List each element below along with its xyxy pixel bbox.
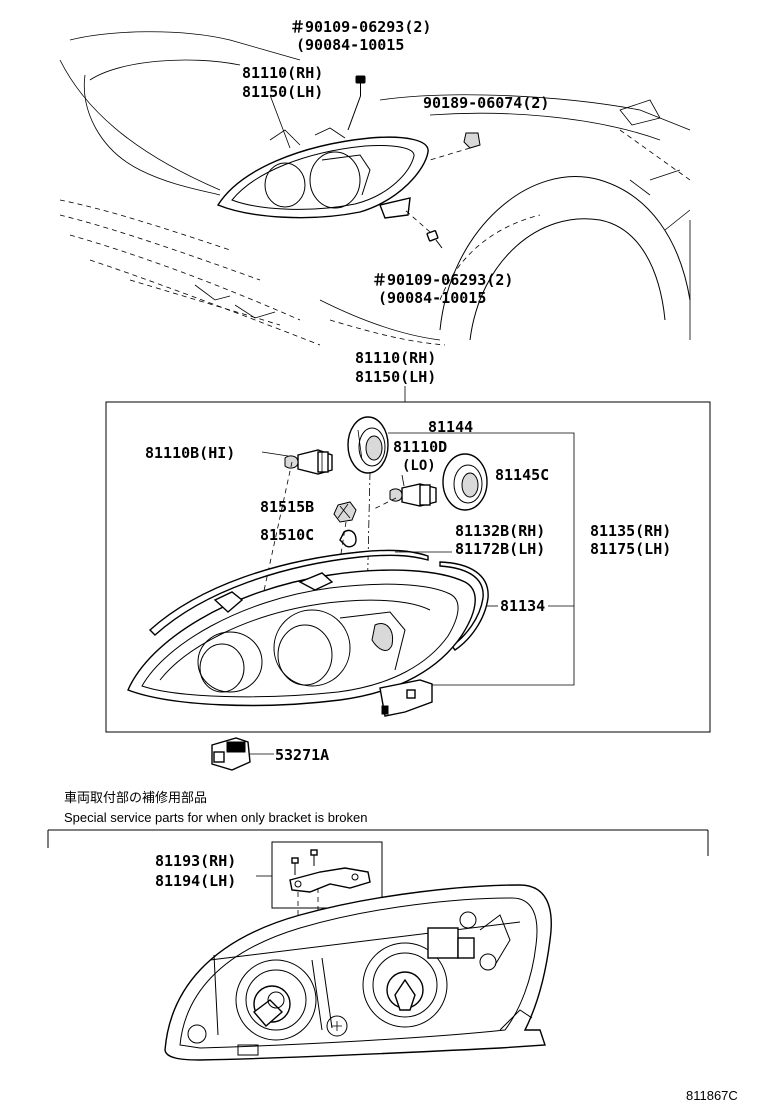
label-bulb-lo-tag: (LO): [402, 458, 436, 474]
label-gasket: 81134: [500, 597, 545, 615]
label-top-lamp-rh: 81110(RH): [242, 64, 323, 82]
label-assy-lh: 81150(LH): [355, 368, 436, 386]
label-bulb-lo-part: 81110D: [393, 438, 447, 456]
figure-code: 811867C: [686, 1088, 738, 1103]
assembly-frame: [105, 401, 711, 733]
top-fasteners: [269, 75, 481, 249]
molding-upper: [148, 549, 429, 636]
label-bulb-small: 81510C: [260, 526, 314, 544]
label-nut: 90189-06074(2): [423, 94, 549, 112]
label-socket: 81515B: [260, 498, 314, 516]
label-bracket-rh: 81193(RH): [155, 852, 236, 870]
label-screw-lower-1: ＃90109-06293(2): [372, 271, 513, 289]
label-top-lamp-lh: 81150(LH): [242, 83, 323, 101]
label-mold-rh-1: 81132B(RH): [455, 522, 545, 540]
molding-side: [439, 561, 489, 651]
connector: [211, 737, 251, 771]
socket: [333, 501, 357, 523]
label-mold-lh-1: 81172B(LH): [455, 540, 545, 558]
label-assy-rh: 81110(RH): [355, 349, 436, 367]
bulb-lo: [389, 483, 437, 507]
bracket-part: [289, 849, 371, 930]
label-connector: 53271A: [275, 746, 329, 764]
label-mold-rh-2: 81135(RH): [590, 522, 671, 540]
bulb-cover-hi: [442, 453, 488, 511]
headlamp-rear-view: [164, 884, 552, 1061]
label-mold-lh-2: 81175(LH): [590, 540, 671, 558]
label-cover-hi: 81145C: [495, 466, 549, 484]
label-screw-lower-2: (90084-10015: [378, 289, 486, 307]
bulb-cover-lo: [347, 416, 389, 474]
bulb-hi: [284, 449, 333, 475]
headlamp-main: [127, 569, 476, 717]
note-english: Special service parts for when only brac…: [64, 810, 367, 825]
note-japanese: 車両取付部の補修用部品: [64, 790, 207, 805]
label-bracket-lh: 81194(LH): [155, 872, 236, 890]
label-cover-lo: 81144: [428, 418, 473, 436]
label-screw-upper-2: (90084-10015: [296, 36, 404, 54]
label-screw-upper-1: ＃90109-06293(2): [290, 18, 431, 36]
vehicle-front-illustration: [59, 31, 691, 346]
label-bulb-hi: 81110B(HI): [145, 444, 235, 462]
headlamp-top-view: [216, 127, 429, 219]
